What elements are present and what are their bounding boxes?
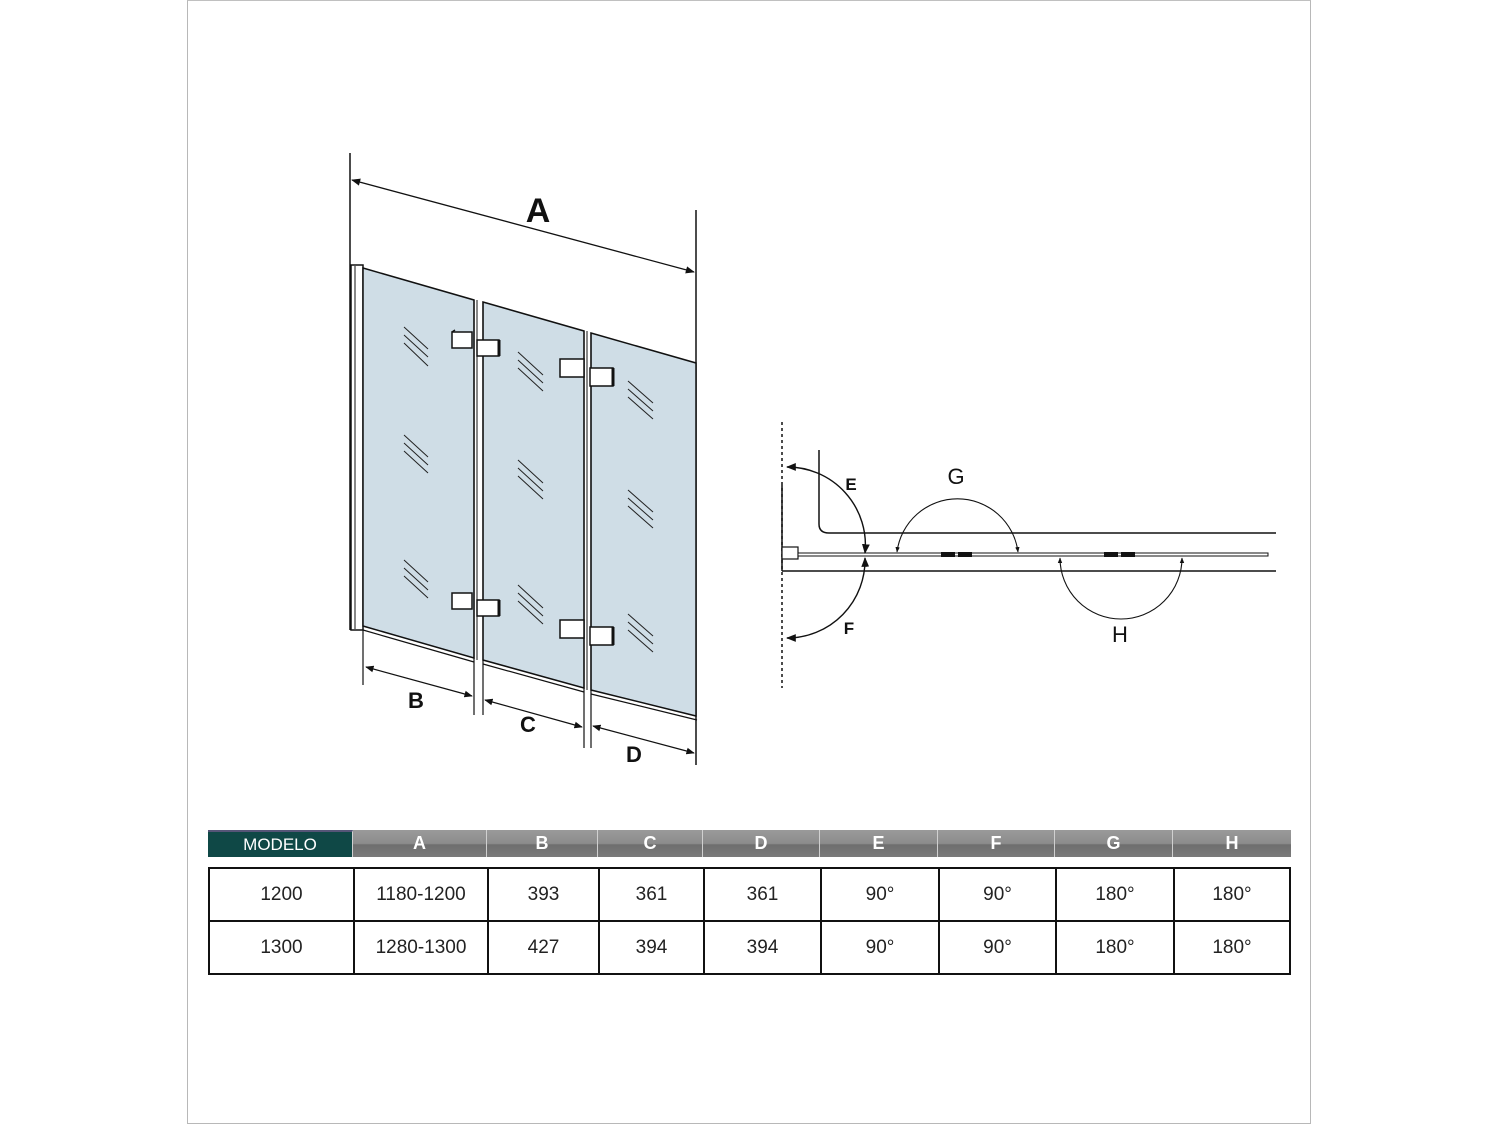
- dimension-d-label: D: [626, 742, 642, 767]
- glass-panel-3: [590, 332, 697, 717]
- column-header-g: G: [1055, 830, 1173, 857]
- hinge-icon: [451, 592, 501, 617]
- cell-d: 394: [705, 922, 822, 973]
- angle-g-arc: [895, 498, 1020, 553]
- cell-modelo: 1300: [210, 922, 355, 973]
- hinge-icon: [559, 619, 615, 646]
- dimension-b-label: B: [408, 688, 424, 713]
- cell-h: 180°: [1212, 936, 1252, 958]
- hinge-icon: [559, 358, 615, 387]
- cell-a: 1180-1200: [355, 869, 489, 920]
- cell-c: 394: [600, 922, 705, 973]
- table-row: 1300 1280-1300 427 394 394 90° 90° 180° …: [210, 920, 1289, 973]
- cell-e: 90°: [822, 869, 940, 920]
- cell-f: 90°: [940, 922, 1057, 973]
- bathtub-edge: [818, 450, 1276, 534]
- angle-f-label: F: [844, 619, 854, 638]
- angle-h-arc: [1057, 557, 1185, 620]
- angle-e-label: E: [845, 475, 856, 494]
- hinge-icon: [958, 552, 972, 557]
- column-header-b: B: [487, 830, 598, 857]
- angle-g-label: G: [947, 464, 964, 489]
- cell-h: 180°: [1212, 883, 1252, 905]
- cell-b: 427: [489, 922, 600, 973]
- glass-reflection-marks: [403, 326, 654, 653]
- dimension-c-label: C: [520, 712, 536, 737]
- dimension-a-line: [351, 178, 695, 274]
- dimension-a-label: A: [526, 192, 551, 230]
- hinge-icon: [1104, 552, 1118, 557]
- cell-c: 361: [600, 869, 705, 920]
- column-header-c: C: [598, 830, 703, 857]
- cell-e: 90°: [822, 922, 940, 973]
- wall-profile: [350, 264, 364, 631]
- cell-g: 180°: [1057, 869, 1175, 920]
- table-row: 1200 1180-1200 393 361 361 90° 90° 180° …: [210, 869, 1289, 920]
- hinge-icon: [1121, 552, 1135, 557]
- angle-e-arc: [786, 463, 870, 554]
- cell-f: 90°: [940, 869, 1057, 920]
- cell-modelo: 1200: [210, 869, 355, 920]
- table-header: MODELO A B C D E F G H: [208, 830, 1291, 857]
- hinge-icon: [941, 552, 955, 557]
- cell-a: 1280-1300: [355, 922, 489, 973]
- column-header-f: F: [938, 830, 1055, 857]
- cell-b: 393: [489, 869, 600, 920]
- spec-table: MODELO A B C D E F G H 1200 1180-1200 39…: [208, 830, 1291, 975]
- angle-h-label: H: [1112, 622, 1128, 647]
- angle-f-arc: [786, 557, 870, 642]
- cell-d: 361: [705, 869, 822, 920]
- dimension-b-line: [365, 665, 473, 698]
- column-header-d: D: [703, 830, 820, 857]
- table-body: 1200 1180-1200 393 361 361 90° 90° 180° …: [208, 867, 1291, 975]
- top-view: E F G H: [781, 422, 1276, 688]
- column-header-e: E: [820, 830, 938, 857]
- column-header-a: A: [353, 830, 487, 857]
- folded-glass-line: [797, 552, 1269, 557]
- front-view: A: [349, 153, 698, 767]
- dimension-d-line: [592, 724, 695, 755]
- wall-bracket: [781, 546, 799, 560]
- column-header-h: H: [1173, 830, 1291, 857]
- dimension-c-line: [484, 698, 583, 729]
- column-header-modelo: MODELO: [208, 830, 353, 857]
- hinge-icon: [451, 329, 501, 357]
- cell-g: 180°: [1057, 922, 1175, 973]
